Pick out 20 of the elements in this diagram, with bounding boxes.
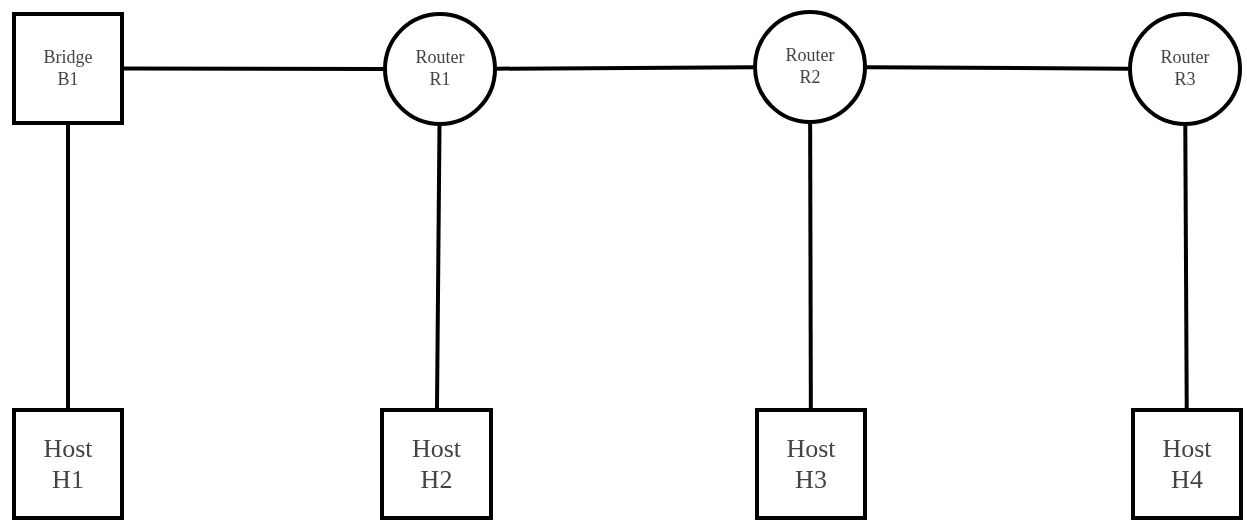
connection-line (497, 65, 753, 71)
node-label: Router R1 (414, 47, 466, 91)
device-box (12, 12, 124, 125)
connection-line (124, 66, 383, 71)
node-label: Host H4 (1161, 432, 1213, 496)
connection-line (867, 65, 1128, 71)
node-label: Host H3 (785, 432, 837, 496)
connection-line (808, 124, 813, 408)
device-box (1131, 408, 1243, 520)
node-label: Host H1 (42, 432, 94, 496)
connection-line (66, 125, 70, 408)
connection-line (435, 125, 442, 408)
node-label: Host H2 (410, 432, 463, 496)
node-label: Router R2 (784, 45, 836, 89)
node-label: Router R3 (1159, 47, 1211, 91)
device-box (755, 408, 867, 520)
node-label: Bridge B1 (42, 46, 94, 91)
connection-line (1183, 126, 1189, 408)
device-box (380, 408, 493, 520)
device-box (12, 408, 124, 520)
